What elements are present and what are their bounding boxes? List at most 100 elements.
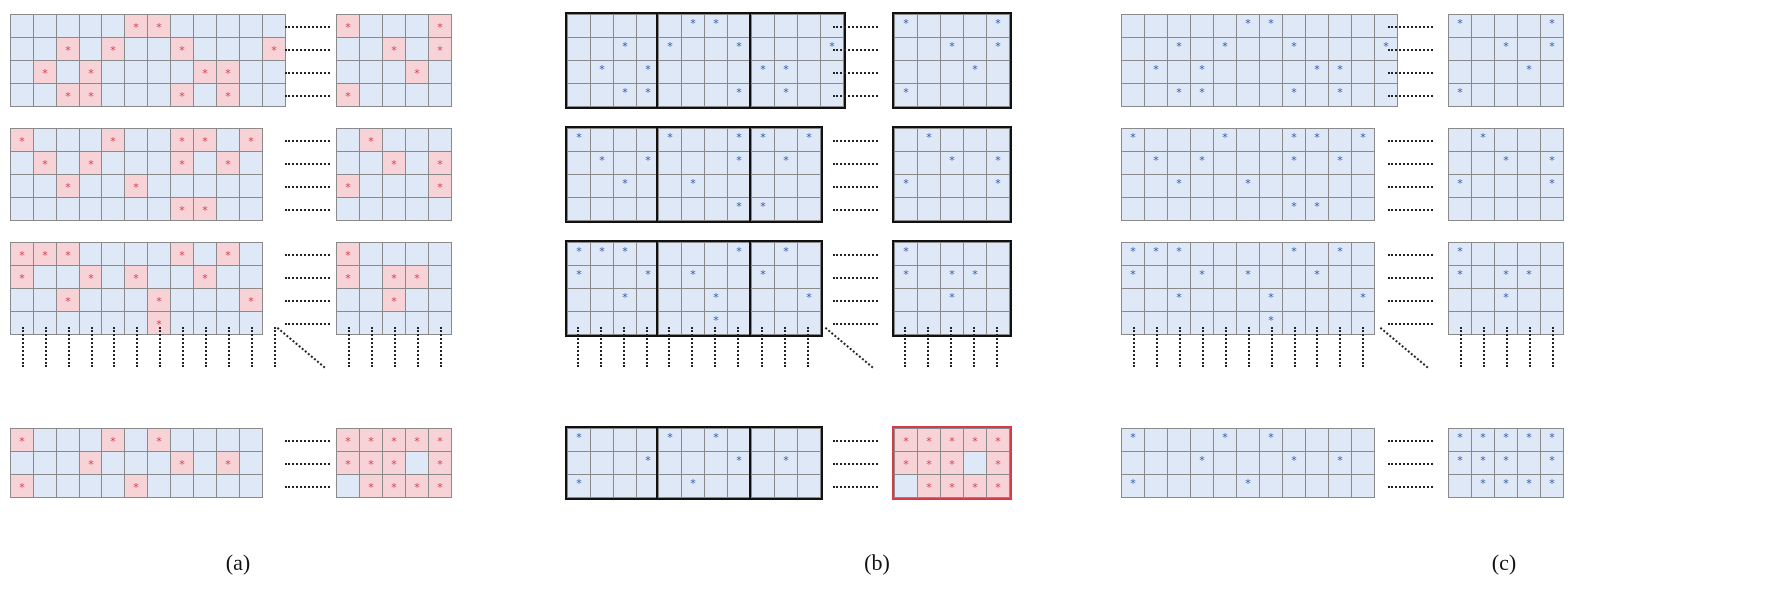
grid-cell xyxy=(193,174,217,198)
grid-b-r0-c2: **** xyxy=(751,14,844,107)
grid-cell xyxy=(1282,474,1306,498)
star-mark: * xyxy=(1245,17,1251,30)
grid-b-r2-c2: *** xyxy=(751,242,821,335)
star-mark: * xyxy=(1176,86,1182,99)
grid-cell xyxy=(658,311,682,335)
grid-cell: * xyxy=(1213,37,1237,61)
ellipsis-dots xyxy=(996,327,998,367)
star-mark: * xyxy=(645,63,651,76)
star-mark: * xyxy=(599,245,605,258)
grid-cell xyxy=(1471,288,1495,312)
grid-cell: * xyxy=(170,37,194,61)
grid-cell xyxy=(681,197,705,221)
star-mark: * xyxy=(995,17,1001,30)
star-mark: * xyxy=(248,135,254,148)
grid-cell xyxy=(658,151,682,175)
grid-cell xyxy=(1213,60,1237,84)
grid-cell: * xyxy=(1471,474,1495,498)
grid-cell: * xyxy=(428,428,452,452)
grid-cell xyxy=(613,128,637,152)
star-mark: * xyxy=(225,158,231,171)
grid-cell: * xyxy=(1494,265,1518,289)
grid-cell: * xyxy=(1517,60,1541,84)
ellipsis-dots xyxy=(371,327,373,367)
grid-cell: * xyxy=(894,265,918,289)
grid-b-r2-c0: ****** xyxy=(567,242,660,335)
grid-cell xyxy=(590,174,614,198)
grid-cell xyxy=(1517,288,1541,312)
ellipsis-dots xyxy=(1388,186,1433,188)
grid-cell: * xyxy=(428,451,452,475)
grid-cell: * xyxy=(428,14,452,38)
grid-cell: * xyxy=(1471,128,1495,152)
grid-cell xyxy=(79,288,103,312)
grid-cell xyxy=(774,197,798,221)
grid-cell xyxy=(704,37,728,61)
grid-cell: * xyxy=(1494,151,1518,175)
grid-cell: * xyxy=(10,428,34,452)
grid-cell xyxy=(1167,265,1191,289)
caption-a: (a) xyxy=(225,550,251,575)
grid-cell xyxy=(170,14,194,38)
star-mark: * xyxy=(202,67,208,80)
grid-cell xyxy=(1517,197,1541,221)
star-mark: * xyxy=(1480,477,1486,490)
star-mark: * xyxy=(667,131,673,144)
ellipsis-dots xyxy=(1362,327,1364,367)
grid-cell: * xyxy=(147,428,171,452)
grid-b-r0-c3: ****** xyxy=(894,14,1010,107)
grid-cell: * xyxy=(636,451,660,475)
grid-cell xyxy=(359,265,383,289)
grid-cell xyxy=(101,288,125,312)
star-mark: * xyxy=(202,272,208,285)
grid-cell xyxy=(428,83,452,107)
grid-cell: * xyxy=(405,474,429,498)
grid-cell: * xyxy=(359,428,383,452)
grid-cell xyxy=(704,451,728,475)
grid-cell xyxy=(101,174,125,198)
grid-cell xyxy=(636,288,660,312)
star-mark: * xyxy=(1291,40,1297,53)
star-mark: * xyxy=(133,481,139,494)
star-mark: * xyxy=(760,131,766,144)
grid-cell xyxy=(1351,37,1375,61)
star-mark: * xyxy=(1176,245,1182,258)
ellipsis-dots xyxy=(668,327,670,367)
grid-cell xyxy=(216,474,240,498)
grid-cell: * xyxy=(894,83,918,107)
grid-cell xyxy=(124,83,148,107)
grid-cell: * xyxy=(101,428,125,452)
grid-cell: * xyxy=(1471,451,1495,475)
grid-cell xyxy=(405,128,429,152)
grid-b-r2-c1: **** xyxy=(658,242,751,335)
grid-cell xyxy=(940,311,964,335)
grid-cell xyxy=(1167,474,1191,498)
grid-cell xyxy=(1236,37,1260,61)
ellipsis-dots xyxy=(1460,327,1462,367)
grid-cell xyxy=(170,474,194,498)
star-mark: * xyxy=(271,44,277,57)
grid-cell xyxy=(405,151,429,175)
grid-cell: * xyxy=(1213,128,1237,152)
grid-cell xyxy=(986,83,1010,107)
star-mark: * xyxy=(806,131,812,144)
grid-cell: * xyxy=(193,60,217,84)
grid-cell: * xyxy=(124,474,148,498)
grid-cell xyxy=(359,60,383,84)
grid-cell: * xyxy=(56,174,80,198)
grid-cell xyxy=(1259,60,1283,84)
grid-cell: * xyxy=(1305,197,1329,221)
grid-cell xyxy=(405,174,429,198)
grid-cell: * xyxy=(797,288,821,312)
grid-cell xyxy=(1305,151,1329,175)
grid-cell xyxy=(1328,14,1352,38)
grid-cell xyxy=(797,428,821,452)
grid-cell xyxy=(193,428,217,452)
star-mark: * xyxy=(1503,291,1509,304)
grid-cell xyxy=(1167,128,1191,152)
grid-cell xyxy=(1351,151,1375,175)
grid-cell: * xyxy=(428,151,452,175)
grid-cell: * xyxy=(170,128,194,152)
grid-b-r0-c1: ***** xyxy=(658,14,751,107)
grid-cell xyxy=(1328,474,1352,498)
